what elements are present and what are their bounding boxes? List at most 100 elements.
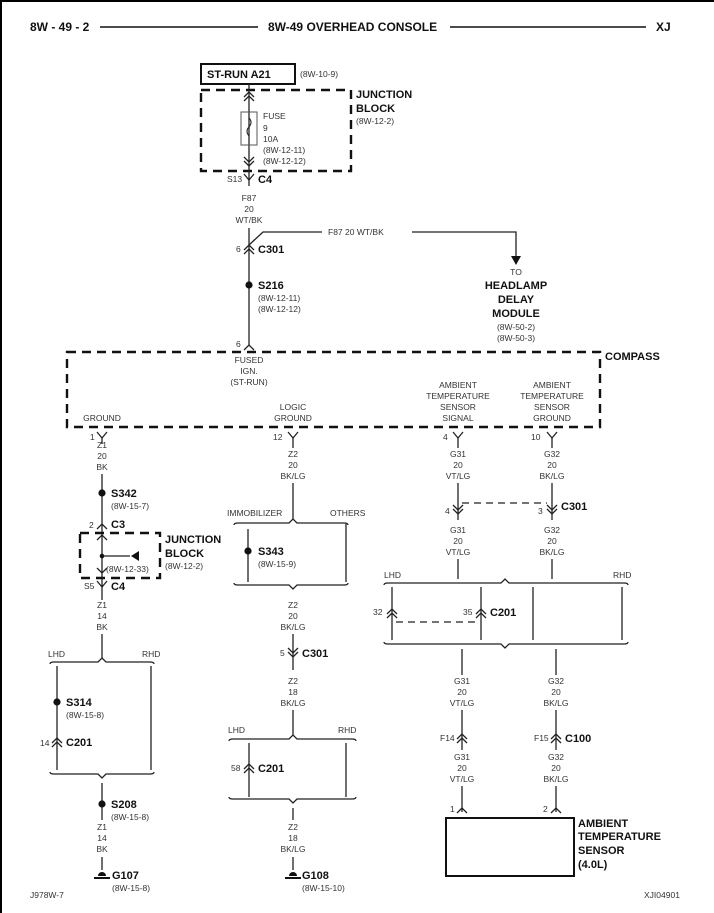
lb-wire2-color: BK/LG (280, 622, 305, 632)
lb-wire3-gauge: 18 (288, 687, 298, 697)
sb-g31c-circuit: G31 (454, 676, 470, 686)
lb-lhd: LHD (228, 725, 245, 735)
connector-pin-icon (243, 344, 255, 351)
sb-g31c-gauge: 20 (457, 687, 467, 697)
gb-lhd: LHD (48, 649, 65, 659)
page-ref: 8W - 49 - 2 (30, 20, 90, 34)
sensor-pin-1: 1 (450, 804, 455, 814)
feed-wire-color: WT/BK (236, 215, 263, 225)
sensor-pin-1-icon (456, 807, 468, 814)
compass-fused-pin: 6 (236, 339, 241, 349)
connector-c301-icon (452, 504, 464, 515)
jb-top-cavity: S13 (227, 174, 242, 184)
ambient-sensor-2: TEMPERATURE (578, 831, 661, 843)
power-source-ref: (8W-10-9) (300, 69, 338, 79)
jb-top-connector: C4 (258, 174, 273, 186)
headlamp-title-1: HEADLAMP (485, 280, 547, 292)
headlamp-ref-1: (8W-50-2) (497, 322, 535, 332)
ambient-sensor-3: SENSOR (578, 845, 625, 857)
sb-c301-name: C301 (561, 501, 587, 513)
logic-pin: 12 (273, 432, 283, 442)
sb-g31a-circuit: G31 (450, 449, 466, 459)
lb-c301-pin: 5 (280, 648, 285, 658)
bus-arrow-icon (131, 551, 139, 561)
connector-c201-icon (475, 608, 487, 619)
sb-g31b-color: VT/LG (446, 547, 471, 557)
s216-name: S216 (258, 280, 284, 292)
sb-c201-pin-b: 35 (463, 607, 473, 617)
compass-logic-2: GROUND (274, 413, 312, 423)
s343-name: S343 (258, 546, 284, 558)
splice-s216-icon (245, 281, 253, 289)
lb-immobilizer: IMMOBILIZER (227, 508, 282, 518)
lhd-rhd-brace-top (49, 657, 155, 665)
c301-top-name: C301 (258, 244, 284, 256)
splice-s343-icon (244, 547, 252, 555)
lb-rhd: RHD (338, 725, 356, 735)
sb-g31a-color: VT/LG (446, 471, 471, 481)
connector-arrow-icon (96, 567, 108, 574)
lb-c201-pin: 58 (231, 763, 241, 773)
lb-wire1-gauge: 20 (288, 460, 298, 470)
fuse-label: FUSE (263, 111, 286, 121)
sensor-pin-2-icon (550, 807, 562, 814)
fuse-rating: 10A (263, 134, 278, 144)
compass-fused-2: IGN. (240, 366, 257, 376)
gb-wire3-gauge: 14 (97, 833, 107, 843)
ground-g107-icon (98, 872, 106, 876)
lhd-rhd-brace-top (228, 734, 357, 742)
s343-ref: (8W-15-9) (258, 559, 296, 569)
gb-wire3-color: BK (96, 844, 108, 854)
sb-c100-pin-ground: F15 (534, 733, 549, 743)
branch-wire-label: F87 20 WT/BK (328, 227, 384, 237)
gb-wire1-circuit: Z1 (97, 440, 107, 450)
compass-sgnd-1: AMBIENT (533, 380, 571, 390)
fuse-ref-1: (8W-12-11) (263, 145, 305, 155)
lb-wire1-circuit: Z2 (288, 449, 298, 459)
pin-4-icon (452, 431, 464, 440)
branch-wire-right (412, 231, 517, 258)
immobilizer-brace-bottom (233, 582, 349, 590)
sb-g32a-gauge: 20 (547, 460, 557, 470)
ambient-sensor-4: (4.0L) (578, 859, 608, 871)
lhd-rhd-brace-top (383, 578, 629, 586)
headlamp-title-3: MODULE (492, 308, 540, 320)
lhd-rhd-brace-bottom (383, 641, 629, 649)
sb-rhd: RHD (613, 570, 631, 580)
sb-c301-pin-ground: 3 (538, 506, 543, 516)
connector-c201-icon (386, 608, 398, 619)
splice-s208-icon (98, 800, 106, 808)
sb-g32d-color: BK/LG (543, 774, 568, 784)
sb-c100-pin-signal: F14 (440, 733, 455, 743)
fuse-icon (240, 111, 258, 146)
gb-wire2-color: BK (96, 622, 108, 632)
jb-top-ref: (8W-12-2) (356, 116, 394, 126)
lb-wire4-color: BK/LG (280, 844, 305, 854)
compass-sgnd-3: SENSOR (534, 402, 570, 412)
lb-wire3-circuit: Z2 (288, 676, 298, 686)
power-source-label: ST-RUN A21 (207, 69, 271, 81)
c3-pin: 2 (89, 520, 94, 530)
fuse-ref-2: (8W-12-12) (263, 156, 306, 166)
connector-c201-icon (51, 737, 63, 748)
lb-wire3-color: BK/LG (280, 698, 305, 708)
jb-ground-ref: (8W-12-2) (165, 561, 203, 571)
gb-wire1-gauge: 20 (97, 451, 107, 461)
lb-wire4-gauge: 18 (288, 833, 298, 843)
s342-ref: (8W-15-7) (111, 501, 149, 511)
gb-c201-name: C201 (66, 737, 92, 749)
sensor-pin-2: 2 (543, 804, 548, 814)
sb-g32b-gauge: 20 (547, 536, 557, 546)
ground-g108-icon (289, 872, 297, 876)
lb-others: OTHERS (330, 508, 366, 518)
compass-sgnd-4: GROUND (533, 413, 571, 423)
sb-g32a-color: BK/LG (539, 471, 564, 481)
pin-12-icon (287, 431, 299, 440)
junction-block-ground (78, 531, 162, 580)
compass-title: COMPASS (605, 351, 660, 363)
sb-g32c-color: BK/LG (543, 698, 568, 708)
feed-wire-gauge: 20 (244, 204, 254, 214)
jb-ground-inner-ref: (8W-12-33) (106, 564, 149, 574)
fuse-element-icon (246, 117, 252, 137)
gb-rhd: RHD (142, 649, 160, 659)
